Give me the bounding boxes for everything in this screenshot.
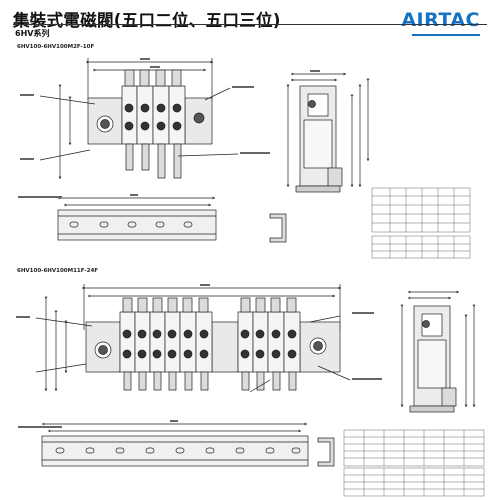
bottom-din-rail bbox=[41, 422, 335, 467]
section-model-top: 6HV100-6HV100M2F-10F bbox=[17, 44, 95, 50]
top-manifold-front-view bbox=[39, 58, 239, 180]
bottom-manifold-front-view bbox=[35, 284, 351, 393]
bottom-dimension-tables bbox=[343, 429, 485, 497]
brand-logo: AIRTAC bbox=[401, 9, 480, 31]
header-rule bbox=[13, 24, 487, 25]
bottom-left-valve-stack bbox=[119, 297, 213, 391]
top-valve-stack bbox=[121, 69, 186, 179]
top-dimension-tables bbox=[371, 187, 471, 259]
top-din-rail bbox=[57, 196, 287, 243]
brand-underline bbox=[412, 34, 480, 36]
page-title: 集裝式電磁閥(五口二位、五口三位) bbox=[13, 11, 281, 30]
illegible-dimension-marks bbox=[16, 58, 382, 428]
bottom-right-valve-stack bbox=[237, 297, 301, 391]
top-manifold-side-view bbox=[286, 72, 370, 193]
section-model-bottom: 6HV100-6HV100M11F-24F bbox=[17, 268, 99, 274]
bottom-manifold-side-view bbox=[400, 290, 476, 413]
series-name: 6HV系列 bbox=[15, 29, 50, 38]
